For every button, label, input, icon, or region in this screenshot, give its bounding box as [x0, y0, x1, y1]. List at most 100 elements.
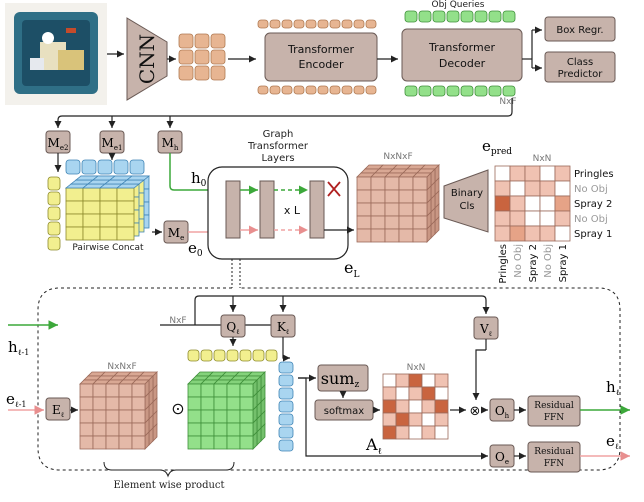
encoder-output-tokens — [257, 85, 377, 95]
pred-cell — [554, 225, 571, 242]
token — [281, 19, 293, 29]
o-e-sub: e — [505, 458, 509, 466]
pred-cell — [554, 210, 571, 227]
q-block: Qℓ — [220, 314, 246, 338]
edge-cube-cell — [384, 202, 400, 217]
e-cube-cell — [79, 409, 94, 424]
edge-cube-cell — [412, 228, 428, 243]
svg-text:Aℓ: Aℓ — [365, 435, 382, 457]
pred-cell — [524, 225, 541, 242]
m-e2-letter: M — [48, 136, 60, 150]
odot-symbol: ⊙ — [171, 399, 184, 418]
attn-cell — [421, 399, 436, 414]
feature-cell — [194, 65, 210, 81]
e-cube-cell — [92, 396, 107, 411]
token — [317, 19, 329, 29]
e-cube-cell — [118, 409, 133, 424]
attn-cell — [408, 399, 423, 414]
m-h-letter: M — [162, 136, 174, 150]
edge-cube-cell — [370, 215, 386, 230]
el-letter: e — [344, 258, 353, 277]
pred-cell — [539, 195, 556, 212]
g-cube-cell — [200, 383, 215, 398]
encoder-label-1: Transformer — [287, 43, 354, 56]
gt-label-2: Transformer — [247, 141, 309, 152]
pred-cell — [554, 195, 571, 212]
edge-cube-cell — [356, 176, 372, 191]
decoder-label-2: Decoder — [439, 57, 486, 70]
feature-cell — [210, 65, 226, 81]
h-out-sub: ℓ — [616, 388, 620, 397]
g-cube-cell — [213, 409, 228, 424]
svg-text:eℓ-1: eℓ-1 — [6, 390, 27, 409]
attn-cell — [395, 412, 410, 427]
transformer-encoder-block: Transformer Encoder — [264, 32, 378, 82]
cube-cell — [116, 187, 135, 202]
token — [293, 19, 305, 29]
v-block: Vℓ — [473, 316, 499, 340]
query-token — [460, 10, 474, 23]
token — [269, 19, 281, 29]
gt-label-3: Layers — [261, 153, 294, 164]
decoder-token — [474, 85, 488, 97]
token — [257, 19, 269, 29]
pred-cell — [509, 180, 526, 197]
g-cube-cell — [213, 422, 228, 437]
token — [269, 85, 281, 95]
g-cube-cell — [187, 435, 202, 450]
attn-cell — [408, 386, 423, 401]
el-sub: L — [353, 270, 359, 280]
attn-cell — [382, 425, 397, 440]
e-cube-cell — [118, 383, 133, 398]
token — [329, 19, 341, 29]
epred-sub: pred — [491, 147, 512, 157]
e-cube-cell — [105, 383, 120, 398]
binary-cls-2: Cls — [460, 201, 475, 212]
cube-cell — [99, 213, 118, 228]
h0-letter: h — [191, 169, 201, 187]
query-row — [187, 349, 278, 362]
svg-text:Eℓ: Eℓ — [52, 403, 64, 419]
query-token — [446, 10, 460, 23]
edge-embedding-cube — [79, 371, 158, 450]
cube-top-face — [125, 175, 151, 181]
e-cube-cell — [131, 409, 146, 424]
key-cell — [278, 400, 294, 413]
blue-cell — [65, 159, 81, 175]
token — [365, 85, 377, 95]
col-label: No Obj — [543, 244, 554, 278]
edge-cube-cell — [356, 189, 372, 204]
row-label: No Obj — [574, 184, 608, 195]
attn-cell — [395, 399, 410, 414]
cube-cell — [116, 226, 135, 241]
attn-cell — [395, 373, 410, 388]
svg-text:hℓ: hℓ — [606, 378, 620, 397]
e-cube-cell — [131, 422, 146, 437]
pred-cell — [509, 210, 526, 227]
m-e2-block: Me2 — [45, 130, 71, 154]
attn-cell — [434, 425, 449, 440]
pred-cell — [539, 225, 556, 242]
svg-text:Me: Me — [168, 226, 184, 242]
decoder-token — [460, 85, 474, 97]
token — [281, 85, 293, 95]
edge-cube-cell — [412, 202, 428, 217]
svg-text:eL: eL — [344, 258, 359, 280]
decoder-label-1: Transformer — [428, 41, 495, 54]
g-cube-cell — [239, 435, 254, 450]
encoder-label-2: Encoder — [299, 58, 344, 71]
feature-cell — [178, 33, 194, 49]
svg-text:Me1: Me1 — [102, 136, 123, 152]
cube-cell — [82, 200, 101, 215]
attn-cell — [421, 425, 436, 440]
g-cube-cell — [239, 422, 254, 437]
q-sub: ℓ — [236, 328, 239, 336]
key-cell — [278, 439, 294, 452]
token — [341, 85, 353, 95]
sum-word: sum — [321, 369, 355, 388]
edge-cube-cell — [412, 215, 428, 230]
v-letter: V — [479, 322, 489, 336]
attn-cell — [395, 425, 410, 440]
token — [329, 85, 341, 95]
softmax-label: softmax — [324, 406, 364, 417]
